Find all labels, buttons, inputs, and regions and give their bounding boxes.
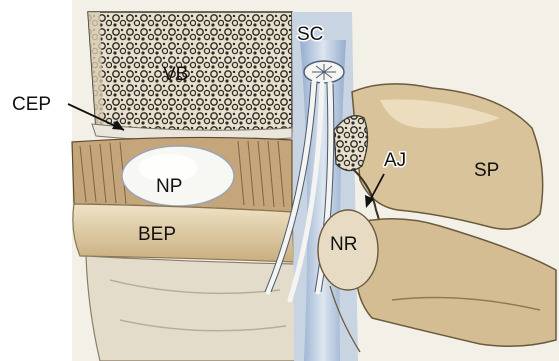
left-margin: [0, 0, 72, 361]
articular-facet-cut: [334, 116, 368, 171]
label-spinous-process: SP: [474, 160, 499, 181]
label-bony-end-plate: BEP: [138, 224, 176, 245]
label-nerve-root: NR: [330, 234, 357, 255]
bony-end-plate: [73, 204, 294, 262]
vertebral-body: [88, 12, 292, 134]
label-spinal-cord: SC: [297, 24, 323, 45]
label-apophyseal-joint: AJ: [384, 150, 406, 171]
label-cartilaginous-end-plate: CEP: [12, 94, 51, 115]
label-vertebral-body: VB: [163, 64, 188, 85]
label-nucleus-pulposus: NP: [156, 176, 182, 197]
lower-vertebral-body: [86, 256, 298, 361]
